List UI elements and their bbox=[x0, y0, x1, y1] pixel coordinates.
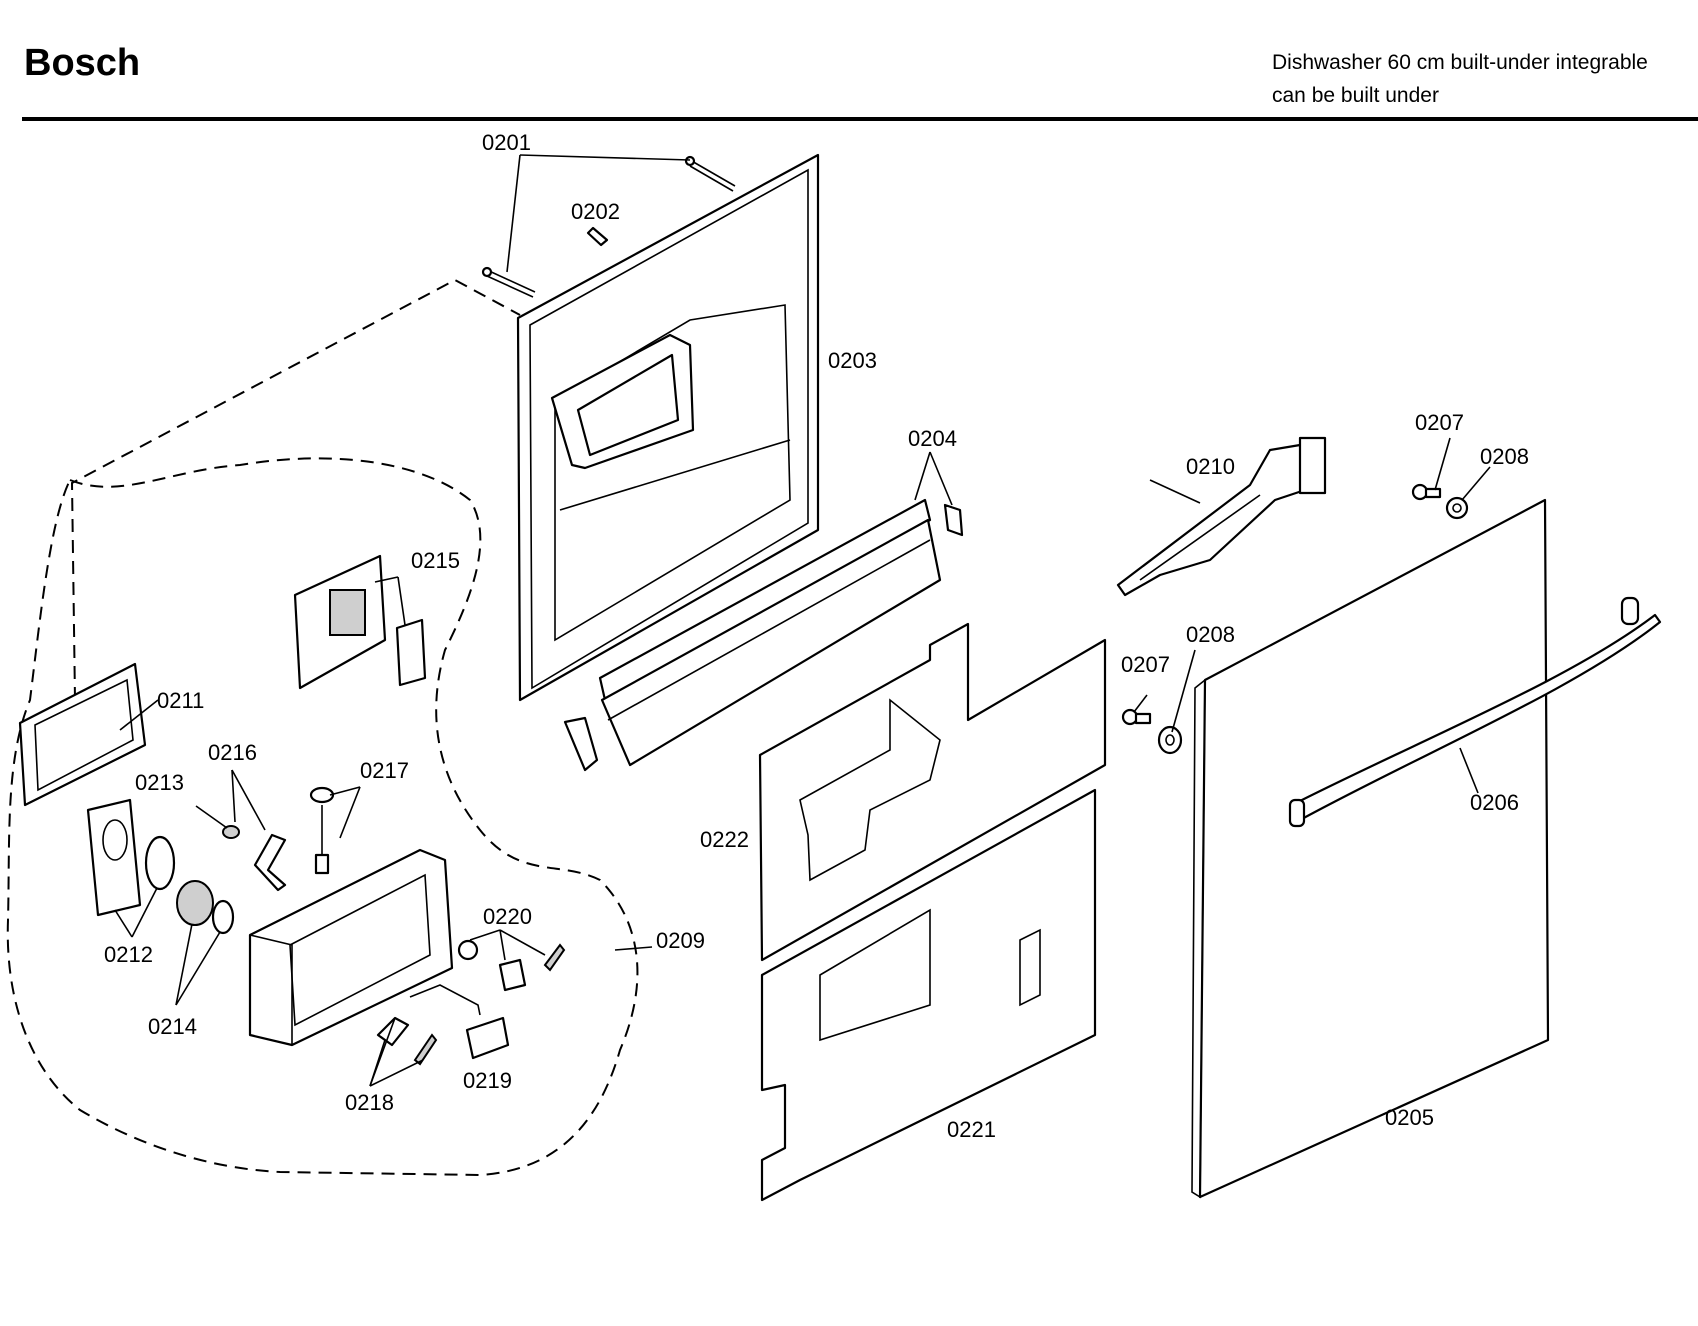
dispenser-cover-0212 bbox=[86, 798, 142, 917]
lock-parts-0220 bbox=[457, 939, 566, 992]
label-0214: 0214 bbox=[148, 1014, 197, 1039]
label-0220: 0220 bbox=[483, 904, 532, 929]
microswitch-0219 bbox=[465, 1016, 510, 1060]
inner-door-panel-0203 bbox=[516, 153, 820, 702]
screw-0207-upper bbox=[1411, 483, 1442, 501]
label-0201: 0201 bbox=[482, 130, 531, 155]
label-0218: 0218 bbox=[345, 1090, 394, 1115]
handle-0206 bbox=[1288, 596, 1662, 828]
washer-0208-upper bbox=[1445, 496, 1469, 520]
frame-0211 bbox=[18, 662, 147, 807]
screw-0202 bbox=[586, 226, 609, 247]
spring-0213 bbox=[222, 825, 240, 839]
screw-0201-right bbox=[684, 155, 736, 192]
label-0221: 0221 bbox=[947, 1117, 996, 1142]
label-0217: 0217 bbox=[360, 758, 409, 783]
model-line-1: Dishwasher 60 cm built-under integrable bbox=[1272, 51, 1648, 74]
lever-0216 bbox=[253, 833, 287, 892]
label-0210: 0210 bbox=[1186, 454, 1235, 479]
seal-strip-0204 bbox=[563, 498, 964, 772]
label-0208-upper: 0208 bbox=[1480, 444, 1529, 469]
label-0215: 0215 bbox=[411, 548, 460, 573]
dispenser-body-0209 bbox=[248, 848, 454, 1047]
label-0206: 0206 bbox=[1470, 790, 1519, 815]
cap-assembly-0215 bbox=[293, 554, 427, 690]
label-0211: 0211 bbox=[157, 688, 204, 713]
piston-0217 bbox=[309, 786, 335, 875]
label-0207-lower: 0207 bbox=[1121, 652, 1170, 677]
label-0209: 0209 bbox=[656, 928, 705, 953]
screw-0201-left bbox=[481, 266, 536, 298]
nozzle-0214 bbox=[176, 880, 214, 926]
door-outline-guide bbox=[70, 278, 521, 701]
insulation-panel-0221 bbox=[760, 788, 1097, 1202]
label-0202: 0202 bbox=[571, 199, 620, 224]
label-0213: 0213 bbox=[135, 770, 184, 795]
latch-0218 bbox=[376, 984, 481, 1066]
brand-title: Bosch bbox=[24, 42, 141, 84]
model-description: Dishwasher 60 cm built-under integrable … bbox=[1272, 46, 1648, 112]
model-line-2: can be built under bbox=[1272, 84, 1439, 107]
screw-0207-lower bbox=[1121, 708, 1152, 726]
seal-ring-0212 bbox=[144, 835, 176, 891]
label-0207-upper: 0207 bbox=[1415, 410, 1464, 435]
label-0205: 0205 bbox=[1385, 1105, 1434, 1130]
washer-0208-lower bbox=[1157, 725, 1183, 755]
label-0203: 0203 bbox=[828, 348, 877, 373]
label-0222: 0222 bbox=[700, 827, 749, 852]
insulation-panel-0222 bbox=[758, 622, 1107, 962]
label-0208-lower: 0208 bbox=[1186, 622, 1235, 647]
hinge-0210 bbox=[1116, 436, 1327, 597]
subassembly-0209-outline bbox=[6, 457, 639, 1177]
seal-ring-0214 bbox=[211, 899, 235, 935]
header-rule bbox=[22, 117, 1698, 121]
outer-door-panel-0205 bbox=[1191, 498, 1550, 1199]
label-0212: 0212 bbox=[104, 942, 153, 967]
leader-lines bbox=[114, 154, 1491, 1087]
label-0219: 0219 bbox=[463, 1068, 512, 1093]
label-0216: 0216 bbox=[208, 740, 257, 765]
label-0204: 0204 bbox=[908, 426, 957, 451]
